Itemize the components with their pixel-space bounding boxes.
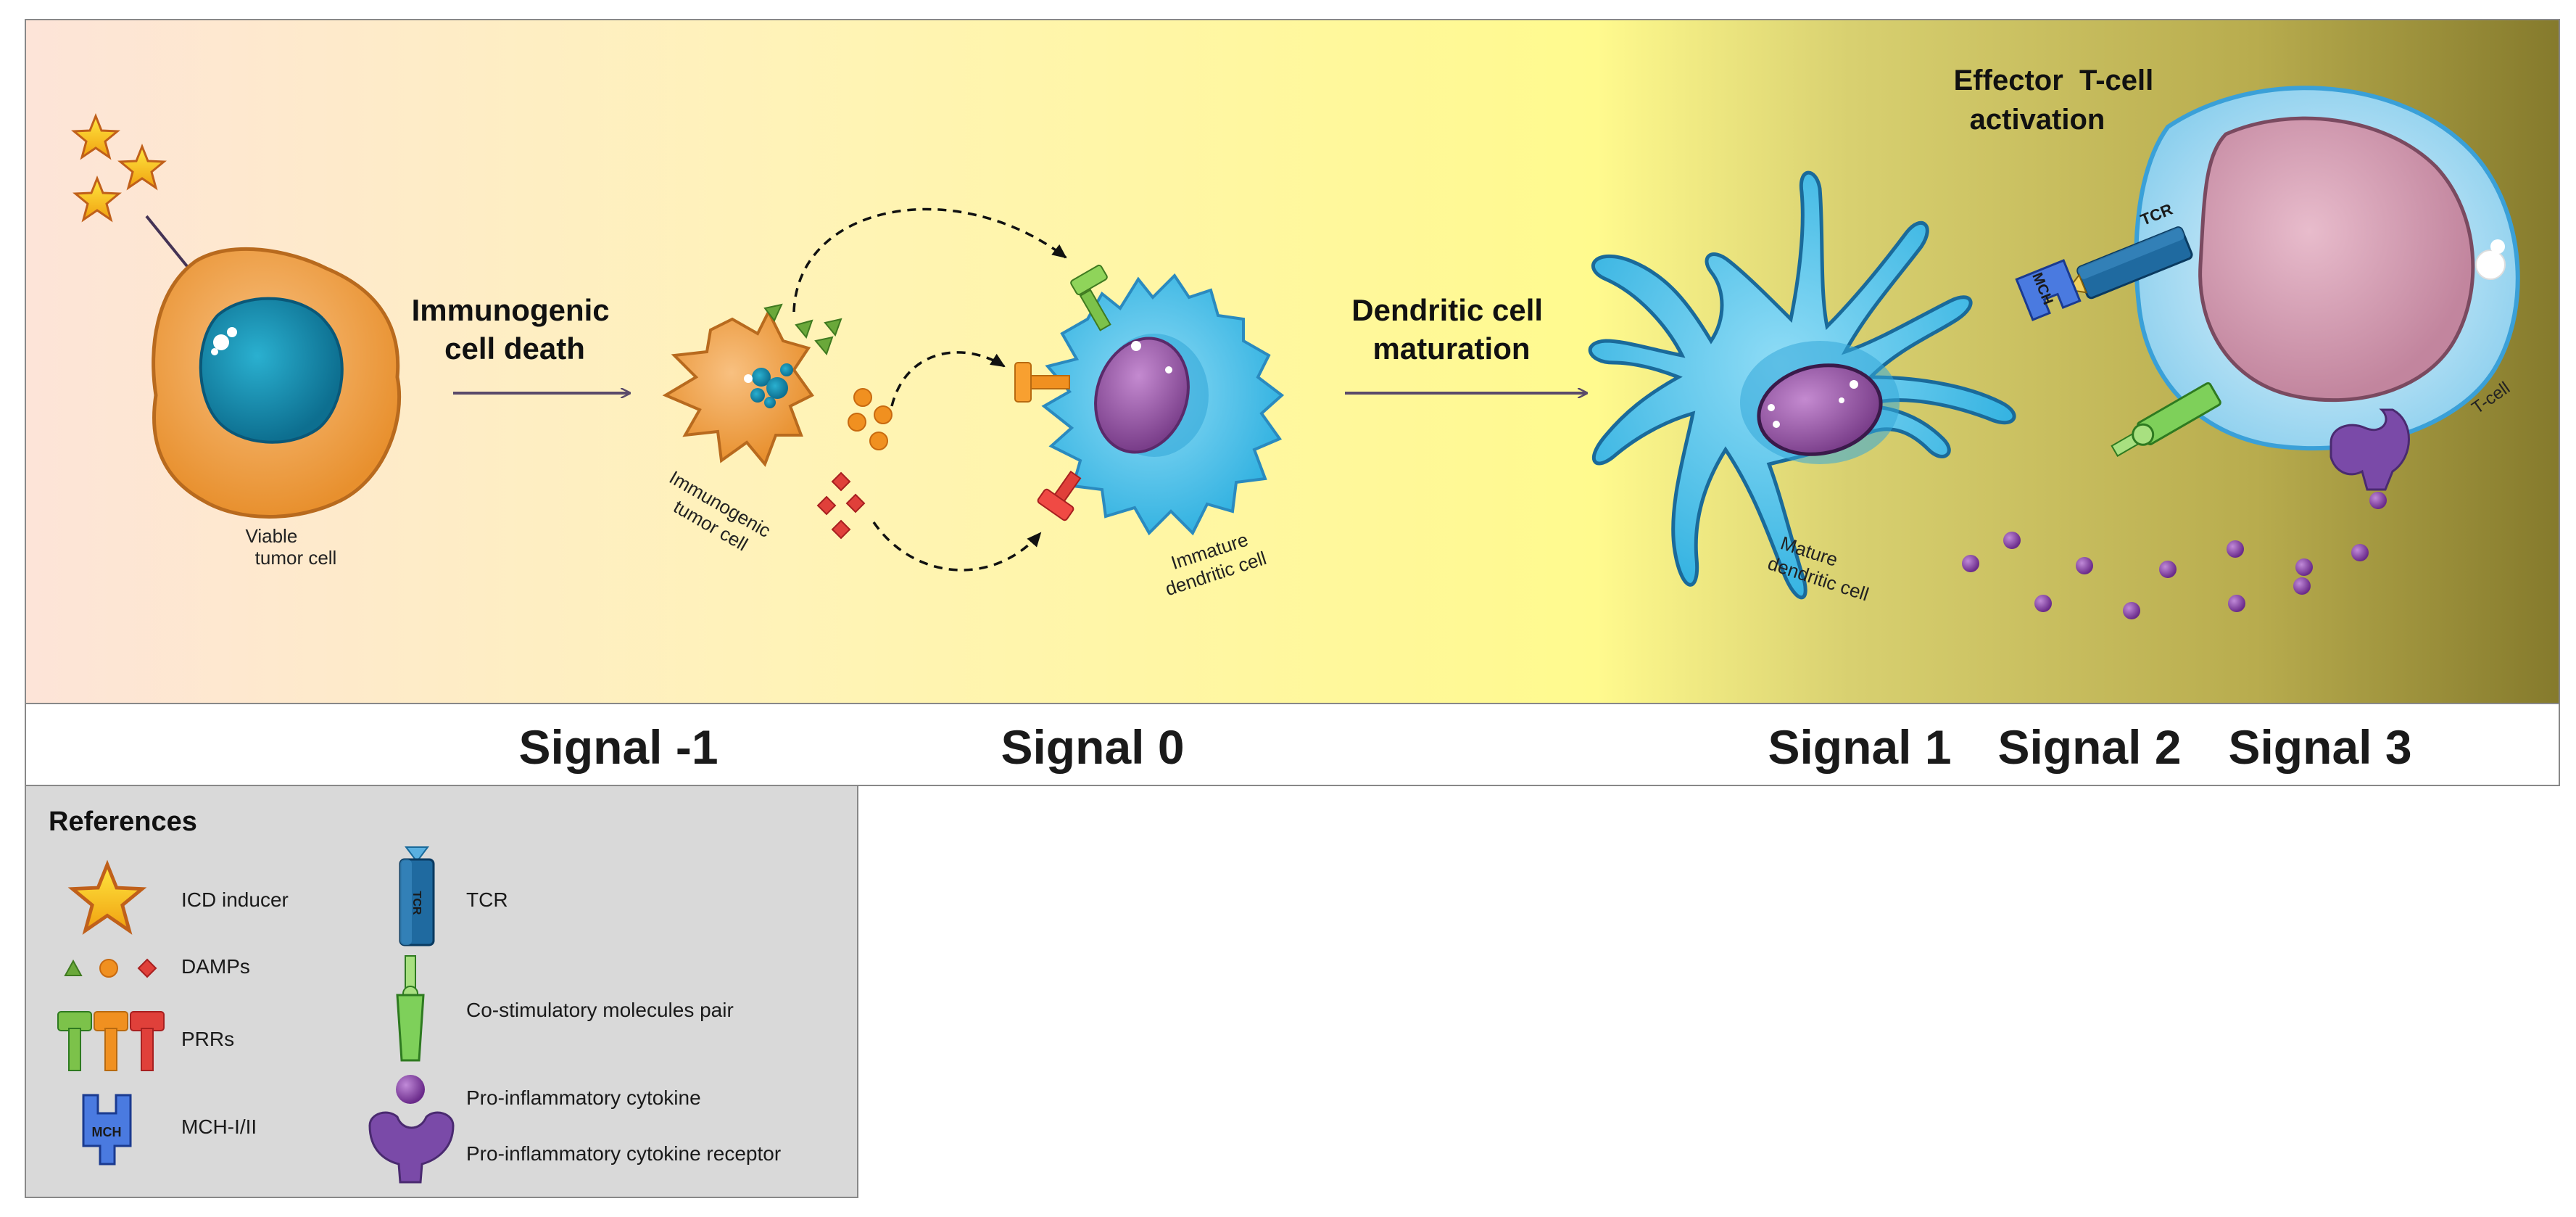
mature-dendritic-cell [1588,170,2016,600]
viable-tumor-cell [152,247,402,519]
references-title: References [49,806,197,837]
damps-icon [64,958,157,978]
prr-red-receptor [1037,470,1082,521]
prr-orange-receptor [1014,362,1070,403]
immunogenic-tumor-cell [662,308,814,467]
cytokines [1962,492,2387,619]
references-box: References ICD inducer DAMPs PRRs MCH M [25,785,858,1198]
tcr-icon-text: TCR [410,891,423,915]
ref-cytokine-receptor: Pro-inflammatory cytokine receptor [466,1142,781,1165]
dashed-arrow-top [792,207,1067,313]
signal-3: Signal 3 [2228,720,2411,774]
damps-orange-dots [848,388,893,450]
dashed-arrow-bottom [872,521,1042,572]
signal-2: Signal 2 [1997,720,2181,774]
tcr-icon [399,846,435,946]
signal-minus-1: Signal -1 [518,720,718,774]
label-immunogenic-cell-death: Immunogenic cell death [412,293,618,366]
cytokine-icon [396,1075,425,1104]
signal-0: Signal 0 [1001,720,1184,774]
signal-band [25,703,2560,786]
ref-costim: Co-stimulatory molecules pair [466,999,734,1021]
ref-damps: DAMPs [181,955,250,978]
ref-icd-inducer: ICD inducer [181,888,289,911]
ref-tcr: TCR [466,888,508,911]
costim-pair [2111,381,2221,458]
label-effector-activation: Effector T-cell activation [1954,65,2162,136]
label-viable-tumor-cell: Viable tumor cell [245,525,336,569]
cytokine-receptor-icon [368,1111,455,1184]
immature-dendritic-cell [1041,273,1285,536]
costim-icon [396,955,425,1062]
ref-cytokine: Pro-inflammatory cytokine [466,1086,701,1109]
t-cell [2134,86,2520,451]
damps-red-diamonds [816,471,866,540]
mch-tcr-complex [2015,226,2193,321]
ref-mch: MCH-I/II [181,1115,257,1138]
cytokine-receptor [2329,408,2410,491]
signal-1: Signal 1 [1768,720,1951,774]
main-panel [25,19,2560,704]
damps-green-triangles [763,303,842,355]
prr-green-receptor [1070,264,1111,331]
dashed-arrow-mid [890,351,1006,407]
prr-icon [57,1011,165,1071]
mch-icon [82,1094,132,1166]
mch-icon-text: MCH [92,1125,122,1139]
label-dc-maturation: Dendritic cell maturation [1351,293,1551,366]
ref-prrs: PRRs [181,1028,234,1050]
